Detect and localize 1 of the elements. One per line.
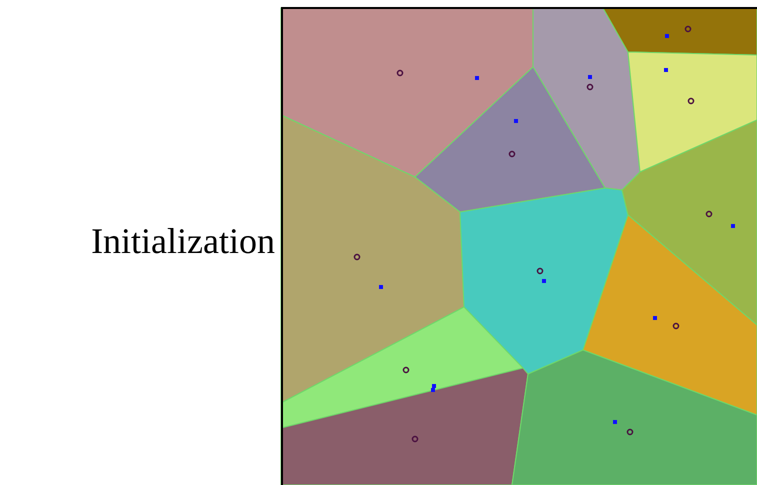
- panel-label: Initialization: [90, 220, 275, 262]
